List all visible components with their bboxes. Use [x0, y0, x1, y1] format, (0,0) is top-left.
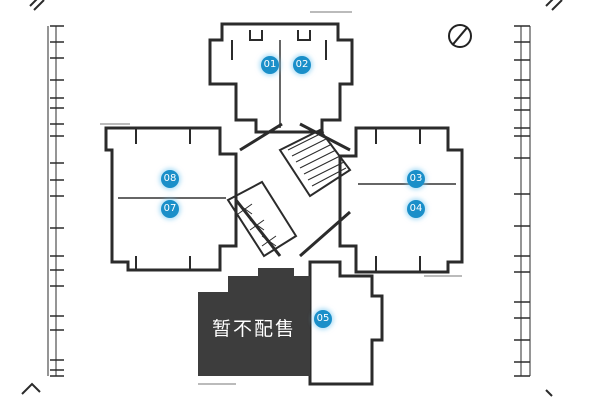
not-for-sale-label: 暂不配售 [211, 317, 296, 340]
unit-marker-08[interactable]: 08 [161, 170, 179, 188]
north-arrow-icon [448, 24, 472, 48]
unit-marker-04[interactable]: 04 [407, 200, 425, 218]
unit-marker-05[interactable]: 05 [314, 310, 332, 328]
unit-marker-01[interactable]: 01 [261, 56, 279, 74]
unit-marker-07[interactable]: 07 [161, 200, 179, 218]
unit-marker-03[interactable]: 03 [407, 170, 425, 188]
unit-marker-02[interactable]: 02 [293, 56, 311, 74]
